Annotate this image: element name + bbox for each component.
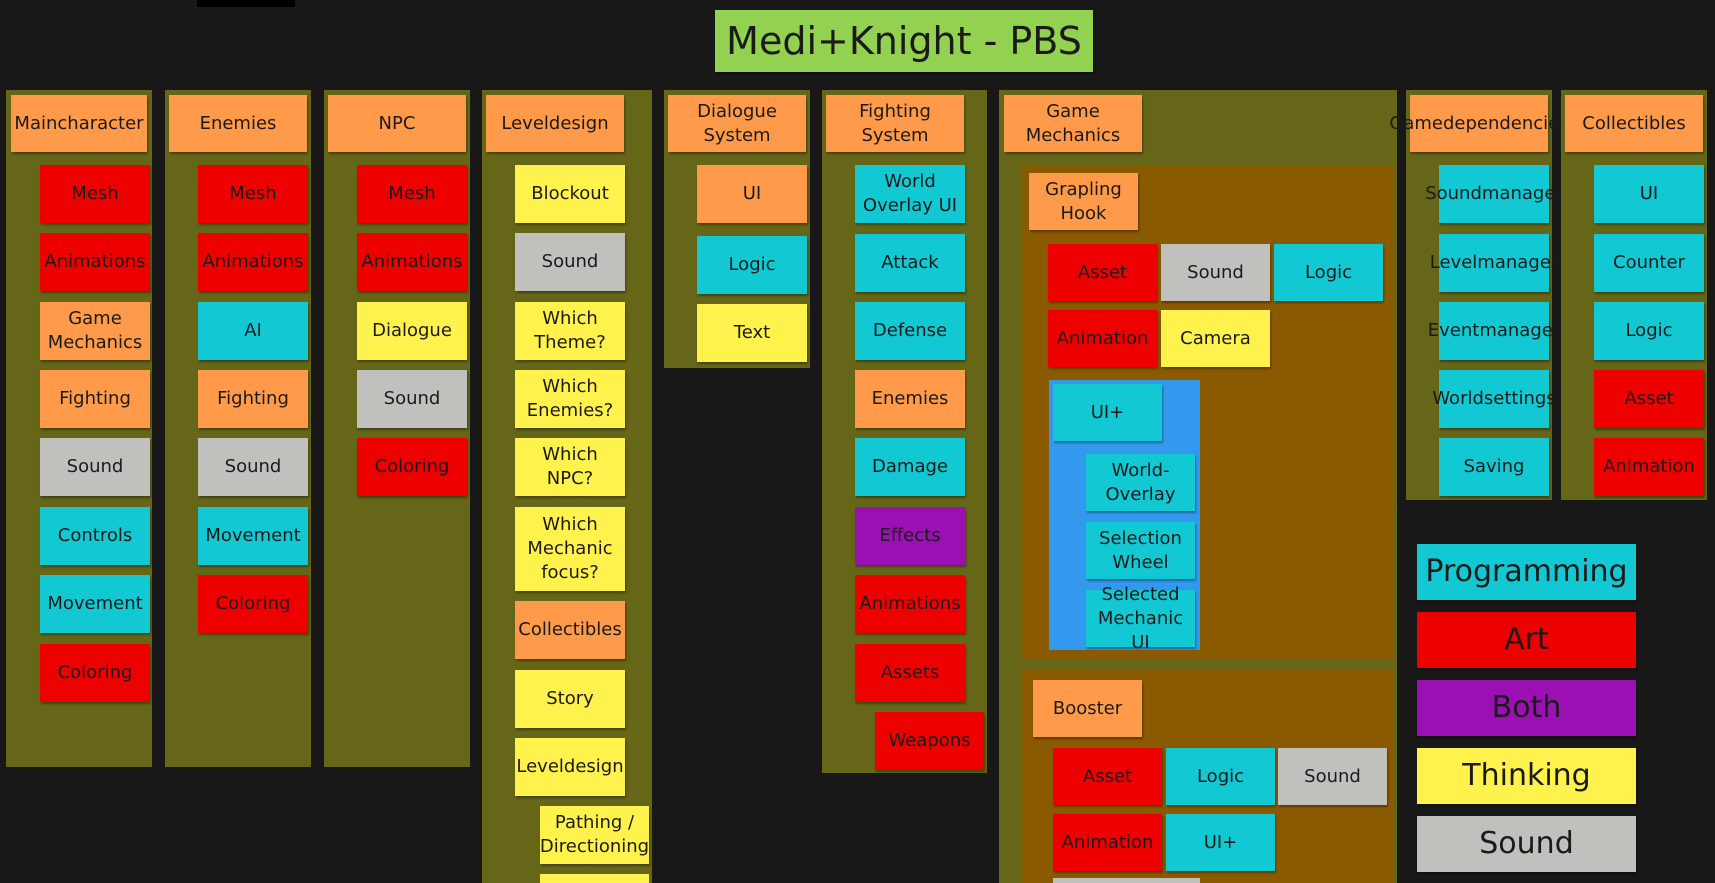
task-card[interactable]: Camera bbox=[1161, 310, 1270, 367]
task-card[interactable]: Defense bbox=[855, 302, 965, 360]
task-card[interactable]: UI bbox=[1594, 165, 1704, 223]
task-card[interactable]: World-Overlay bbox=[1086, 454, 1195, 511]
task-card[interactable]: Soundmanager bbox=[1425, 165, 1563, 223]
task-card[interactable]: Coloring bbox=[357, 438, 467, 496]
column-collectibles bbox=[1561, 90, 1707, 500]
task-card[interactable]: Sound bbox=[1278, 748, 1387, 805]
task-card[interactable]: Counter bbox=[1594, 234, 1704, 292]
task-card[interactable]: AI bbox=[198, 302, 308, 360]
task-card[interactable]: Mesh bbox=[357, 165, 467, 223]
task-card[interactable]: Selected Mechanic UI bbox=[1086, 584, 1195, 653]
task-card[interactable]: Game Mechanics bbox=[40, 302, 150, 360]
subcategory-ui-plus[interactable]: UI+ bbox=[1053, 384, 1162, 441]
task-card[interactable]: Pathing / Directioning bbox=[540, 806, 649, 864]
task-card[interactable]: Mesh bbox=[40, 165, 150, 223]
task-card[interactable]: Dialogue bbox=[357, 302, 467, 360]
task-card[interactable]: Asset bbox=[1053, 748, 1162, 805]
task-card[interactable]: Animation bbox=[1053, 814, 1162, 871]
category-gamedependencies[interactable]: Gamedependencies bbox=[1389, 95, 1569, 152]
task-card[interactable]: Sound bbox=[198, 438, 308, 496]
task-card[interactable]: Coloring bbox=[198, 575, 308, 633]
task-card[interactable]: Damage bbox=[855, 438, 965, 496]
task-card[interactable]: Movement bbox=[40, 575, 150, 633]
task-card[interactable]: UI+ bbox=[1166, 814, 1275, 871]
task-card[interactable]: Selection Wheel bbox=[1086, 522, 1195, 579]
task-card[interactable]: Logic bbox=[1274, 244, 1383, 301]
task-card[interactable]: Enemies bbox=[855, 370, 965, 428]
task-card[interactable]: Asset bbox=[1594, 370, 1704, 428]
legend-sound: Sound bbox=[1417, 816, 1636, 872]
task-card[interactable]: Text bbox=[697, 304, 807, 362]
task-card[interactable]: Animation bbox=[1594, 438, 1704, 496]
legend-both: Both bbox=[1417, 680, 1636, 736]
page-title: Medi+Knight - PBS bbox=[715, 10, 1093, 72]
task-card[interactable]: Sound bbox=[515, 233, 625, 291]
task-card[interactable]: Worldsettings bbox=[1432, 370, 1556, 428]
task-card[interactable]: Fighting bbox=[198, 370, 308, 428]
task-card[interactable]: Attack bbox=[855, 234, 965, 292]
task-card[interactable]: Which NPC? bbox=[515, 438, 625, 496]
task-card[interactable]: Fighting bbox=[40, 370, 150, 428]
task-card[interactable]: Animations bbox=[40, 233, 150, 291]
toolbar-fragment bbox=[197, 0, 295, 7]
category-game-mechanics[interactable]: Game Mechanics bbox=[1004, 95, 1142, 152]
task-card[interactable]: Leveldesign bbox=[515, 738, 625, 796]
task-card-clipped bbox=[1053, 878, 1200, 883]
task-card[interactable]: Animations bbox=[357, 233, 467, 291]
category-maincharacter[interactable]: Maincharacter bbox=[11, 95, 147, 152]
category-enemies[interactable]: Enemies bbox=[169, 95, 307, 152]
column-gamedependencies bbox=[1406, 90, 1552, 500]
task-card[interactable]: Animation bbox=[1048, 310, 1157, 367]
task-card[interactable]: Story bbox=[515, 670, 625, 728]
task-card[interactable]: UI bbox=[697, 165, 807, 223]
task-card[interactable]: Animations bbox=[855, 575, 965, 633]
task-card[interactable]: Sound bbox=[357, 370, 467, 428]
task-card[interactable]: Eventmanager bbox=[1428, 302, 1560, 360]
task-card[interactable]: World Overlay UI bbox=[855, 165, 965, 223]
task-card[interactable]: Weapons bbox=[875, 712, 984, 770]
task-card[interactable]: Which Enemies? bbox=[515, 370, 625, 428]
category-dialogue-system[interactable]: Dialogue System bbox=[668, 95, 806, 152]
task-card[interactable]: Movement bbox=[198, 507, 308, 565]
task-card[interactable]: Blockout bbox=[515, 165, 625, 223]
legend-thinking: Thinking bbox=[1417, 748, 1636, 804]
category-fighting-system[interactable]: Fighting System bbox=[826, 95, 964, 152]
task-card[interactable]: Logic bbox=[1166, 748, 1275, 805]
legend-programming: Programming bbox=[1417, 544, 1636, 600]
task-card[interactable]: Which Mechanic focus? bbox=[515, 507, 625, 591]
task-card[interactable]: Levelmanager bbox=[1430, 234, 1558, 292]
task-card[interactable]: Saving bbox=[1439, 438, 1549, 496]
category-leveldesign[interactable]: Leveldesign bbox=[486, 95, 624, 152]
subcategory-grapling-hook[interactable]: Grapling Hook bbox=[1029, 173, 1138, 230]
task-card[interactable]: Effects bbox=[855, 507, 965, 565]
task-card[interactable]: Assets bbox=[855, 644, 965, 702]
task-card[interactable]: Collectibles bbox=[515, 601, 625, 659]
task-card[interactable]: Controls bbox=[40, 507, 150, 565]
task-card[interactable]: Logic bbox=[697, 236, 807, 294]
task-card[interactable]: Asset bbox=[1048, 244, 1157, 301]
category-collectibles[interactable]: Collectibles bbox=[1565, 95, 1703, 152]
task-card[interactable]: Logic bbox=[1594, 302, 1704, 360]
task-card-clipped bbox=[540, 874, 649, 883]
task-card[interactable]: Coloring bbox=[40, 644, 150, 702]
task-card[interactable]: Animations bbox=[198, 233, 308, 291]
task-card[interactable]: Mesh bbox=[198, 165, 308, 223]
subcategory-booster[interactable]: Booster bbox=[1033, 680, 1142, 737]
task-card[interactable]: Sound bbox=[1161, 244, 1270, 301]
category-npc[interactable]: NPC bbox=[328, 95, 466, 152]
task-card[interactable]: Which Theme? bbox=[515, 302, 625, 360]
legend-art: Art bbox=[1417, 612, 1636, 668]
task-card[interactable]: Sound bbox=[40, 438, 150, 496]
